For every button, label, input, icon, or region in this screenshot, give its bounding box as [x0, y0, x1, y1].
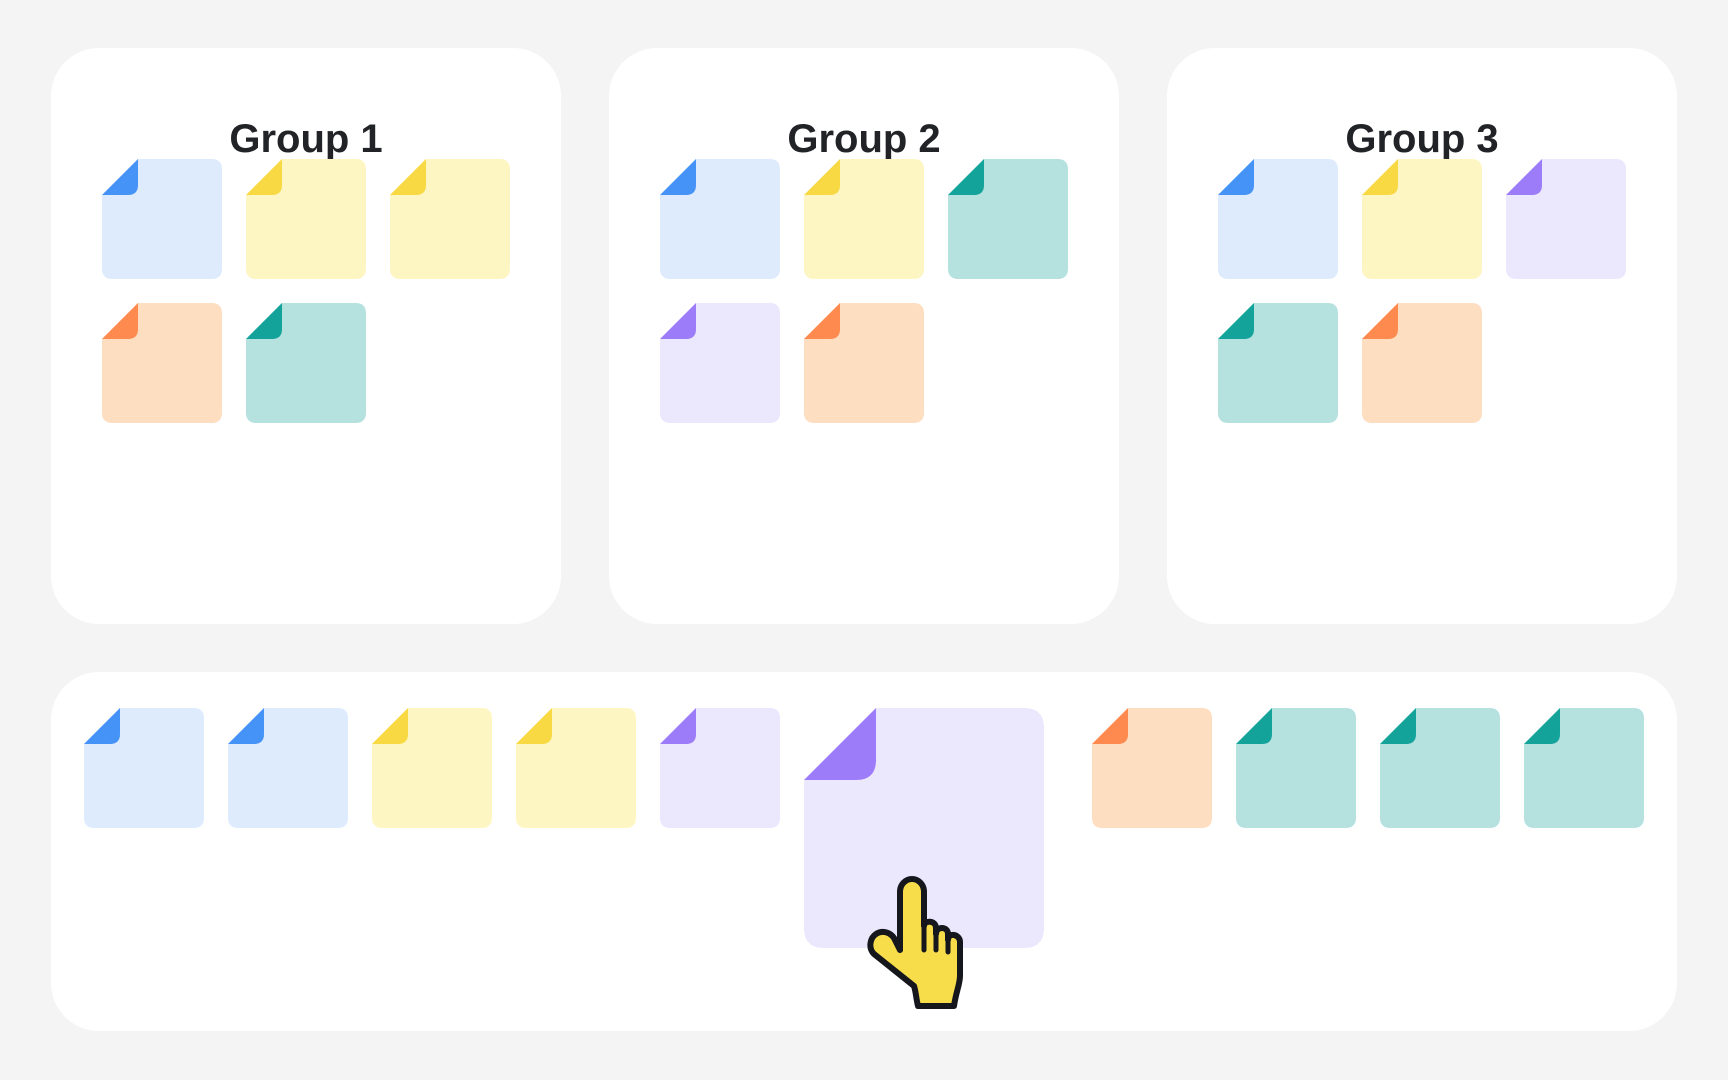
- folded-corner-icon: [804, 708, 876, 780]
- folded-corner-icon: [1362, 159, 1398, 195]
- sticky-note-icon: [804, 303, 924, 423]
- tray-note[interactable]: [1380, 708, 1500, 828]
- sticky-note-icon: [660, 159, 780, 279]
- sticky-note-icon: [1524, 708, 1644, 828]
- folded-corner-icon: [804, 303, 840, 339]
- sticky-note-icon: [948, 159, 1068, 279]
- sticky-note-icon: [228, 708, 348, 828]
- group-3-note[interactable]: [1362, 159, 1482, 279]
- group-title: Group 2: [787, 117, 941, 161]
- sticky-note-icon: [1506, 159, 1626, 279]
- sticky-note-icon: [246, 159, 366, 279]
- tray-note[interactable]: [660, 708, 780, 828]
- folded-corner-icon: [804, 159, 840, 195]
- tray-note[interactable]: [228, 708, 348, 828]
- sticky-note-icon: [372, 708, 492, 828]
- folded-corner-icon: [516, 708, 552, 744]
- group-title: Group 1: [229, 117, 383, 161]
- group-1-note[interactable]: [390, 159, 510, 279]
- sticky-note-icon: [516, 708, 636, 828]
- folded-corner-icon: [1092, 708, 1128, 744]
- tray-note[interactable]: [1236, 708, 1356, 828]
- folded-corner-icon: [246, 303, 282, 339]
- folded-corner-icon: [1218, 303, 1254, 339]
- group-1-note[interactable]: [246, 303, 366, 423]
- sticky-note-icon: [1380, 708, 1500, 828]
- dragged-note[interactable]: [804, 708, 1044, 948]
- tray-note[interactable]: [1092, 708, 1212, 828]
- sticky-note-icon: [102, 159, 222, 279]
- folded-corner-icon: [1236, 708, 1272, 744]
- sticky-note-icon: [1362, 159, 1482, 279]
- folded-corner-icon: [660, 303, 696, 339]
- group-1-note[interactable]: [246, 159, 366, 279]
- group-3-note[interactable]: [1506, 159, 1626, 279]
- group-1-note[interactable]: [102, 303, 222, 423]
- folded-corner-icon: [1524, 708, 1560, 744]
- group-title: Group 3: [1345, 117, 1499, 161]
- group-2-note[interactable]: [948, 159, 1068, 279]
- folded-corner-icon: [228, 708, 264, 744]
- folded-corner-icon: [102, 159, 138, 195]
- folded-corner-icon: [246, 159, 282, 195]
- sticky-note-icon: [1218, 303, 1338, 423]
- sticky-note-icon: [660, 708, 780, 828]
- sticky-note-icon: [390, 159, 510, 279]
- folded-corner-icon: [948, 159, 984, 195]
- folded-corner-icon: [660, 708, 696, 744]
- sticky-note-icon: [804, 708, 1044, 948]
- tray-note[interactable]: [1524, 708, 1644, 828]
- tray-note[interactable]: [84, 708, 204, 828]
- group-3-note[interactable]: [1218, 303, 1338, 423]
- tray-note[interactable]: [516, 708, 636, 828]
- group-2-note[interactable]: [660, 159, 780, 279]
- group-2-note[interactable]: [804, 303, 924, 423]
- sticky-note-icon: [1362, 303, 1482, 423]
- group-3-note[interactable]: [1218, 159, 1338, 279]
- sticky-note-icon: [102, 303, 222, 423]
- folded-corner-icon: [372, 708, 408, 744]
- folded-corner-icon: [1362, 303, 1398, 339]
- sticky-note-icon: [660, 303, 780, 423]
- folded-corner-icon: [1380, 708, 1416, 744]
- sticky-note-icon: [84, 708, 204, 828]
- folded-corner-icon: [102, 303, 138, 339]
- tray-note[interactable]: [372, 708, 492, 828]
- sticky-note-icon: [1092, 708, 1212, 828]
- group-2-note[interactable]: [804, 159, 924, 279]
- folded-corner-icon: [84, 708, 120, 744]
- group-3-note[interactable]: [1362, 303, 1482, 423]
- sticky-note-icon: [1218, 159, 1338, 279]
- group-1-note[interactable]: [102, 159, 222, 279]
- folded-corner-icon: [1218, 159, 1254, 195]
- sticky-note-icon: [804, 159, 924, 279]
- folded-corner-icon: [390, 159, 426, 195]
- folded-corner-icon: [1506, 159, 1542, 195]
- group-2-note[interactable]: [660, 303, 780, 423]
- sticky-note-icon: [246, 303, 366, 423]
- sticky-note-icon: [1236, 708, 1356, 828]
- folded-corner-icon: [660, 159, 696, 195]
